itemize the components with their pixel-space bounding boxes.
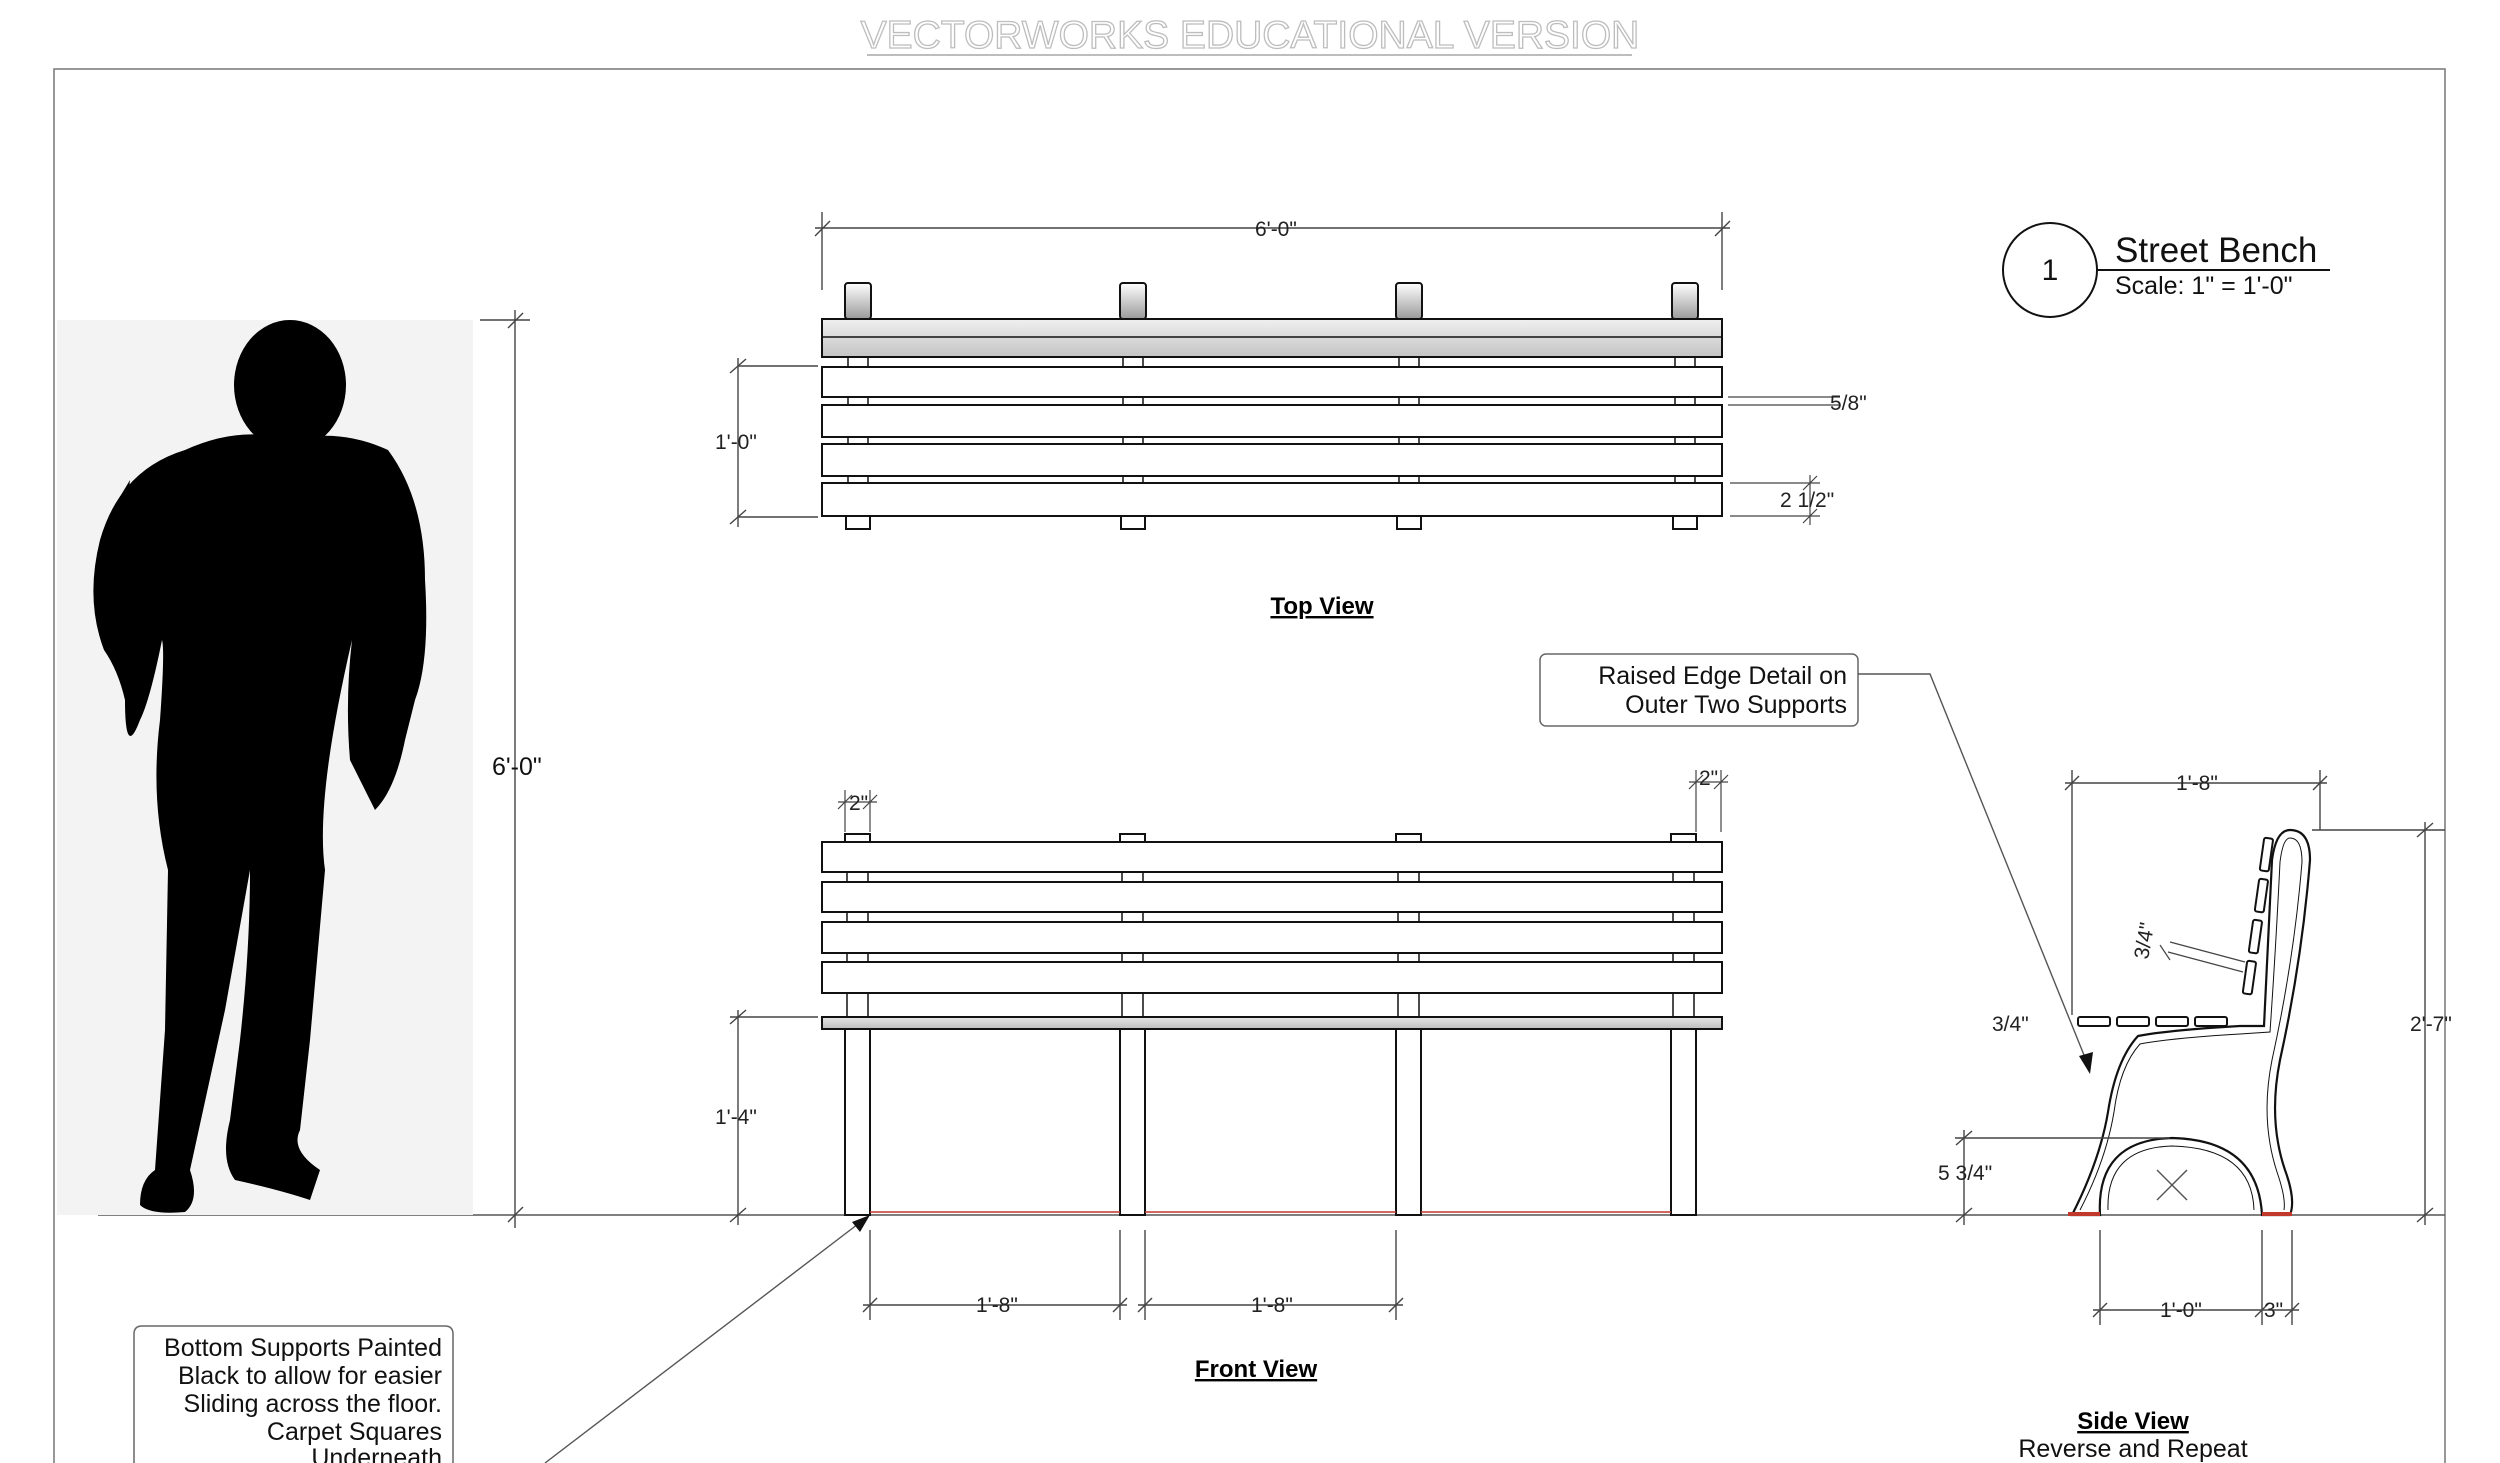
side-view-arch-height-label: 5 3/4" (1938, 1162, 1992, 1185)
side-view-back-slats (2241, 836, 2274, 996)
front-view-seat (821, 1016, 1723, 1030)
front-view-span-1-label: 1'-8" (976, 1294, 1018, 1317)
bottom-supports-note-line-1: Bottom Supports Painted (164, 1334, 442, 1362)
front-view: 2" 2" 1'-4" 1'-8" 1'-8" Front View (715, 767, 1729, 1383)
raised-edge-note-line-1: Raised Edge Detail on (1598, 662, 1847, 690)
raised-edge-note-box (1539, 653, 1859, 727)
side-view-depth-dimension (2064, 770, 2328, 1015)
raised-edge-note-line-2: Outer Two Supports (1625, 691, 1847, 719)
side-view-support (2070, 828, 2312, 1217)
bottom-supports-note-line-4: Carpet Squares (267, 1418, 442, 1446)
side-view-subtitle: Reverse and Repeat (2018, 1435, 2247, 1463)
person-height-label: 6'-0" (492, 753, 542, 781)
top-view-slat-label: 2 1/2" (1780, 489, 1834, 512)
top-view-title: Top View (1270, 593, 1373, 620)
raised-edge-leader (1858, 673, 2087, 1061)
sheet-frame (53, 68, 2446, 1463)
side-view-slat-label: 3/4" (2130, 921, 2159, 961)
front-view-title: Front View (1195, 1356, 1318, 1383)
front-view-legs (844, 1028, 1697, 1216)
front-view-span-2-label: 1'-8" (1251, 1294, 1293, 1317)
bottom-supports-note-line-3: Sliding across the floor. (184, 1390, 442, 1418)
side-view: 1'-8" 2'-7" 3/4" 3/4" 5 3/4" (1938, 770, 2452, 1463)
person-height-dimension (480, 310, 530, 1228)
front-view-post-right-label: 2" (1699, 767, 1718, 790)
bottom-supports-note-box (133, 1325, 454, 1463)
bottom-supports-note-line-5: Underneath (311, 1444, 442, 1463)
bottom-supports-note-line-2: Black to allow for easier (178, 1362, 442, 1390)
front-view-seat-height-label: 1'-4" (715, 1106, 757, 1129)
watermark-text: VECTORWORKS EDUCATIONAL VERSION (861, 14, 1640, 57)
front-view-span-dimensions (862, 1230, 1404, 1320)
top-view-seat-slats (821, 366, 1723, 517)
top-view-gap-label: 5/8" (1830, 392, 1867, 415)
drawing-number: 1 (2042, 254, 2059, 287)
raised-edge-callout: Raised Edge Detail on Outer Two Supports (1539, 653, 2093, 1074)
top-view-depth-label: 1'-0" (715, 431, 757, 454)
title-block: 1 Street Bench Scale: 1" = 1'-0" (2002, 222, 2330, 318)
side-view-foot-label: 3" (2264, 1299, 2283, 1322)
drawing-title: Street Bench (2115, 231, 2317, 270)
watermark: VECTORWORKS EDUCATIONAL VERSION (860, 13, 1640, 57)
side-view-height-label: 2'-7" (2410, 1013, 2452, 1036)
top-view-width-dimension (814, 212, 1731, 290)
front-view-post-dimensions (837, 770, 1729, 832)
side-view-seat-slats (2077, 1016, 2228, 1027)
top-view-depth-dimension (729, 358, 818, 527)
top-view-width-label: 6'-0" (1255, 218, 1297, 241)
drawing-scale: Scale: 1" = 1'-0" (2115, 272, 2292, 300)
top-view-slat-dimension (1730, 475, 1820, 525)
side-view-arch-width-label: 1'-0" (2160, 1299, 2202, 1322)
top-view-gap-dimension (1728, 396, 1840, 406)
side-view-height-dimension (2312, 822, 2445, 1225)
side-view-depth-label: 1'-8" (2176, 772, 2218, 795)
side-view-arch-height-dimension (1955, 1130, 2170, 1225)
bottom-supports-callout: Bottom Supports Painted Black to allow f… (133, 1215, 870, 1463)
bottom-supports-leader (544, 1220, 863, 1463)
front-view-back-slats (821, 841, 1723, 994)
top-view-posts (844, 282, 1699, 320)
top-view-backrest (821, 318, 1723, 358)
side-view-bottom-dimensions (2092, 1230, 2300, 1325)
person-figure: 6'-0" (57, 310, 542, 1228)
front-view-post-left-label: 2" (849, 792, 868, 815)
side-view-title: Side View (2077, 1408, 2189, 1435)
person-silhouette-icon (93, 320, 427, 1213)
top-view: 6'-0" 1'-0" 5/8" 2 1/2" Top View (715, 212, 1867, 620)
side-view-edge-label: 3/4" (1992, 1013, 2029, 1036)
front-view-seat-height-dimension (729, 1009, 818, 1225)
